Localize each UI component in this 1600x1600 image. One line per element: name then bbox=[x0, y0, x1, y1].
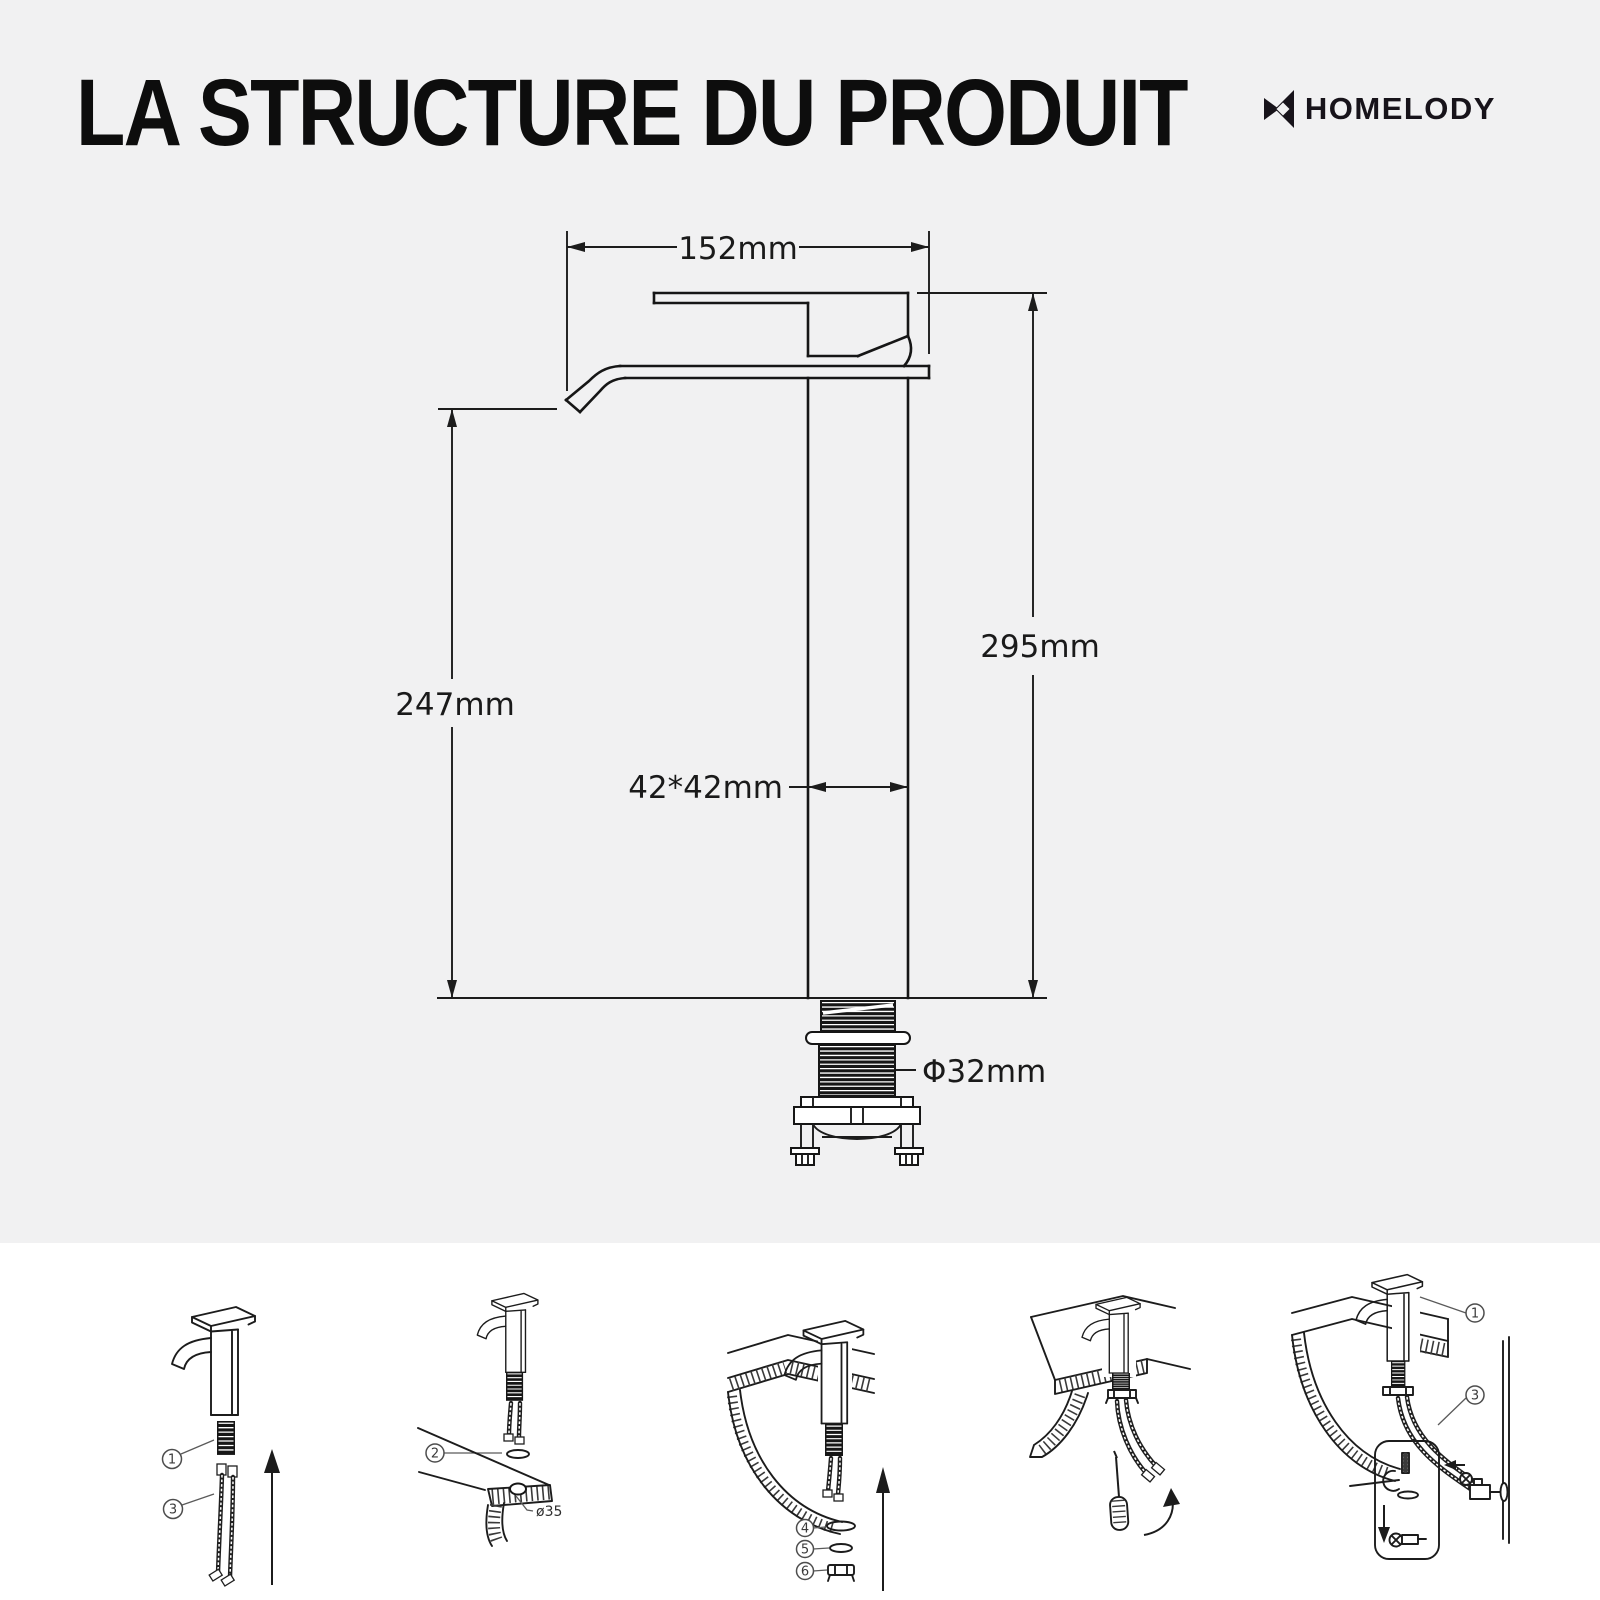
upward-arrow bbox=[264, 1449, 280, 1585]
svg-text:ø35: ø35 bbox=[536, 1504, 562, 1520]
install-step-4-illustration bbox=[1029, 1295, 1191, 1536]
screwdriver bbox=[1109, 1450, 1130, 1531]
lock-nut bbox=[827, 1564, 855, 1582]
faucet-dimension-drawing: 152mm 295mm 247mm 42*42mm bbox=[395, 231, 1100, 1166]
svg-text:4: 4 bbox=[801, 1522, 809, 1537]
part-ref-5: 5 bbox=[795, 1539, 830, 1559]
dimension-spout-reach: 152mm bbox=[567, 231, 929, 267]
mounting-bracket bbox=[790, 1096, 924, 1166]
svg-text:3: 3 bbox=[169, 1503, 177, 1518]
valve-fitting bbox=[1388, 1532, 1427, 1548]
spout-height-value: 247mm bbox=[395, 687, 515, 723]
total-height-value: 295mm bbox=[980, 629, 1100, 665]
svg-text:1: 1 bbox=[1471, 1307, 1479, 1322]
install-step-5-illustration: 1 3 bbox=[1291, 1273, 1510, 1560]
install-step-3-illustration: 4 5 6 bbox=[727, 1319, 890, 1591]
dimension-thread-diameter: Φ32mm bbox=[896, 1054, 1046, 1090]
installation-steps-strip: 1 3 bbox=[0, 1243, 1600, 1600]
svg-text:3: 3 bbox=[1471, 1389, 1479, 1404]
wrench-icon bbox=[1349, 1469, 1400, 1492]
rubber-washer bbox=[829, 1543, 853, 1553]
threaded-stem bbox=[1401, 1452, 1410, 1474]
down-arrow bbox=[1378, 1505, 1390, 1543]
supply-hoses bbox=[1114, 1397, 1166, 1483]
svg-text:6: 6 bbox=[801, 1565, 809, 1580]
washer bbox=[826, 1520, 856, 1532]
supply-hoses bbox=[503, 1400, 525, 1445]
lock-nut bbox=[1382, 1386, 1414, 1396]
extension-lines bbox=[437, 231, 1047, 999]
countertop bbox=[417, 1427, 553, 1547]
svg-text:5: 5 bbox=[801, 1543, 809, 1558]
dimension-spout-height: 247mm bbox=[395, 409, 515, 998]
spout-reach-value: 152mm bbox=[678, 231, 798, 267]
part-ref-1: 1 bbox=[1419, 1296, 1485, 1323]
supply-hoses bbox=[822, 1455, 844, 1502]
dimension-body-section: 42*42mm bbox=[628, 770, 908, 806]
dimension-diagram-section: LA STRUCTURE DU PRODUIT HOMELODY bbox=[0, 0, 1600, 1243]
part-ref-1: 1 bbox=[161, 1439, 215, 1470]
brand-logo: HOMELODY bbox=[1262, 88, 1496, 130]
detail-inset bbox=[1349, 1440, 1440, 1560]
faucet-outline bbox=[564, 291, 931, 1000]
coupling-nut bbox=[1397, 1490, 1419, 1500]
threaded-shank bbox=[805, 1000, 911, 1097]
hole-diameter-label: ø35 bbox=[515, 1495, 562, 1520]
shank-flange bbox=[805, 1031, 911, 1045]
wall bbox=[1502, 1336, 1510, 1544]
part-ref-2: 2 bbox=[425, 1443, 502, 1463]
part-ref-3: 3 bbox=[1437, 1385, 1485, 1426]
part-ref-3: 3 bbox=[162, 1493, 215, 1520]
page-title: LA STRUCTURE DU PRODUIT bbox=[76, 60, 1189, 166]
install-step-2-illustration: 2 ø35 bbox=[417, 1292, 562, 1547]
svg-text:1: 1 bbox=[168, 1453, 176, 1468]
homelody-logo-icon bbox=[1263, 90, 1294, 128]
svg-text:2: 2 bbox=[431, 1447, 439, 1462]
part-ref-6: 6 bbox=[795, 1561, 828, 1581]
rotate-arrow bbox=[1143, 1488, 1180, 1536]
supply-hoses bbox=[208, 1463, 238, 1587]
install-step-1-illustration: 1 3 bbox=[161, 1306, 280, 1587]
angle-valve bbox=[1459, 1472, 1509, 1502]
brand-name: HOMELODY bbox=[1304, 91, 1496, 126]
mounting-hole bbox=[509, 1482, 527, 1496]
part-ref-4: 4 bbox=[795, 1518, 827, 1538]
lock-nut bbox=[1105, 1389, 1139, 1404]
body-section-value: 42*42mm bbox=[628, 770, 783, 806]
dimension-total-height: 295mm bbox=[980, 293, 1100, 998]
countertop bbox=[1029, 1295, 1191, 1458]
o-ring bbox=[506, 1449, 530, 1459]
thread-diameter-value: Φ32mm bbox=[922, 1054, 1046, 1090]
countertop bbox=[727, 1334, 875, 1535]
left-arrow bbox=[1444, 1460, 1465, 1470]
upward-arrow bbox=[876, 1467, 890, 1591]
